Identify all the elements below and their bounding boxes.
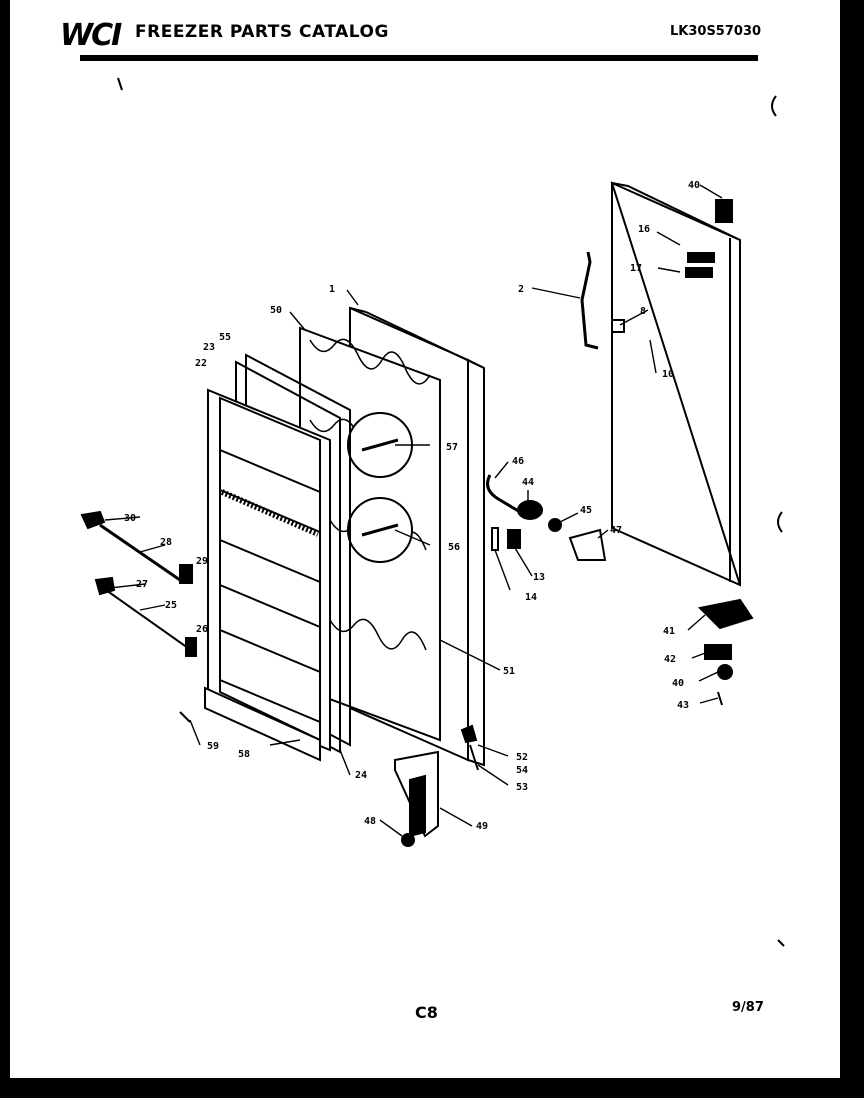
callout-59: 59 [207,741,219,752]
callout-24: 24 [355,770,367,781]
shelf-bar-lower [94,576,197,657]
callout-48: 48 [364,816,376,827]
callout-14: 14 [525,592,537,603]
inner-door-shelves [207,388,331,752]
catalog-date: 9/87 [732,1000,764,1015]
door-stop-arm [580,251,599,350]
callout-30: 30 [124,513,136,524]
shelf-bar-upper [80,510,193,584]
page-code: C8 [415,1003,438,1022]
callout-27: 27 [136,579,148,590]
callout-10: 10 [662,369,674,380]
callout-45: 45 [580,505,592,516]
callout-leaders [104,184,723,837]
callout-16: 16 [638,224,650,235]
margin-marks [117,77,785,947]
callout-47: 47 [610,525,622,536]
small-hardware [179,711,479,771]
callout-44: 44 [522,477,534,488]
callout-1: 1 [329,284,335,295]
callout-40-top: 40 [688,180,700,191]
callout-55: 55 [219,332,231,343]
catalog-title: FREEZER PARTS CATALOG [135,22,389,42]
callout-54: 54 [516,765,528,776]
top-hinge-bushing [715,199,733,223]
callout-42: 42 [664,654,676,665]
callout-28: 28 [160,537,172,548]
hinge-bracket [394,750,439,847]
callout-40-bottom: 40 [672,678,684,689]
callout-13: 13 [533,572,545,583]
callout-25: 25 [165,600,177,611]
model-code: LK30S57030 [670,24,762,39]
callout-8: 8 [640,306,646,317]
callout-29: 29 [196,556,208,567]
callout-51: 51 [503,666,515,677]
callout-56: 56 [448,542,460,553]
callout-53: 53 [516,782,528,793]
callout-labels: 1 2 8 10 13 14 16 17 22 23 24 25 26 27 2… [124,180,700,832]
callout-26: 26 [196,624,208,635]
callout-49: 49 [476,821,488,832]
callout-46: 46 [512,456,524,467]
callout-50: 50 [270,305,282,316]
header-rule [80,55,758,61]
handle-assembly [486,474,607,561]
callout-23: 23 [203,342,215,353]
brand-logo: WCI [60,18,122,53]
callout-17: 17 [630,263,642,274]
callout-52: 52 [516,752,528,763]
callout-22: 22 [195,358,207,369]
callout-58: 58 [238,749,250,760]
callout-2: 2 [518,284,524,295]
callout-41: 41 [663,626,675,637]
callout-57: 57 [446,442,458,453]
outer-door-panel [610,181,741,587]
callout-43: 43 [677,700,689,711]
